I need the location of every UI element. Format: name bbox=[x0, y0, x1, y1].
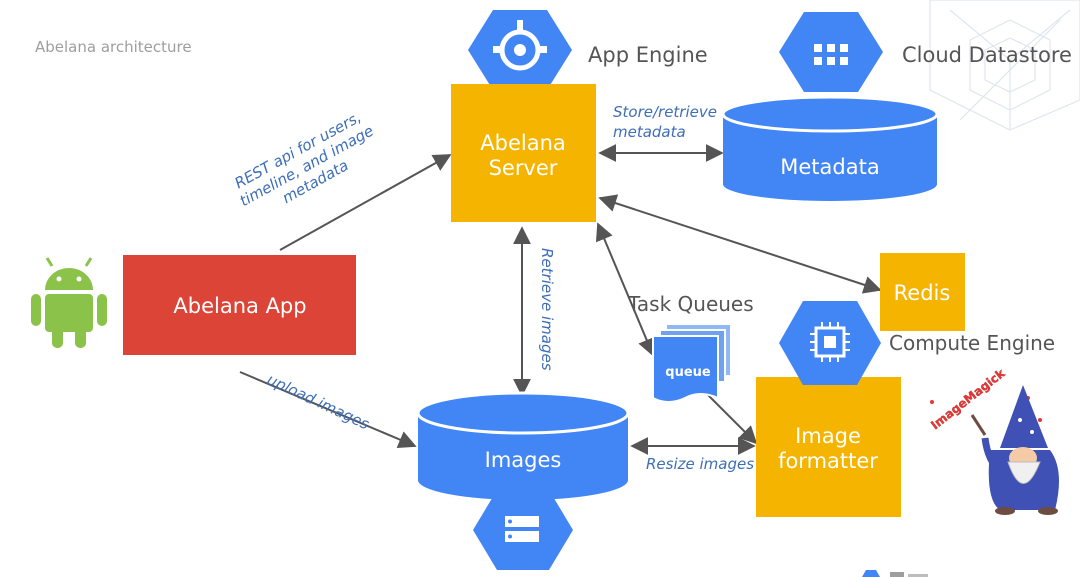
resize-images-label: Resize images bbox=[646, 455, 754, 473]
store-label-line2: metadata bbox=[613, 123, 686, 141]
image-formatter-node: Image formatter bbox=[756, 377, 901, 517]
edge-app-to-server bbox=[279, 154, 452, 251]
images-label: Images bbox=[485, 448, 562, 472]
google-cloud-footer-logo bbox=[862, 570, 928, 577]
task-queue-icon: queue bbox=[652, 323, 732, 403]
android-icon bbox=[31, 257, 107, 348]
upload-images-label: upload images bbox=[264, 370, 372, 433]
queue-doc-label: queue bbox=[665, 365, 711, 380]
task-queues-label: Task Queues bbox=[627, 292, 754, 316]
rest-api-label: REST api for users, timeline, and image … bbox=[232, 108, 377, 210]
background-hex-graphic bbox=[929, 0, 1080, 131]
server-label-line1: Abelana bbox=[480, 131, 566, 155]
redis-node: Redis bbox=[880, 253, 965, 331]
metadata-datastore-node: Metadata bbox=[721, 95, 939, 201]
cloud-datastore-label: Cloud Datastore bbox=[902, 43, 1072, 67]
compute-engine-icon bbox=[779, 301, 881, 385]
app-label: Abelana App bbox=[173, 294, 306, 318]
images-storage-node: Images bbox=[416, 391, 630, 500]
store-label-line1: Store/retrieve bbox=[613, 103, 717, 121]
edge-server-queue bbox=[595, 222, 656, 357]
compute-engine-label: Compute Engine bbox=[889, 331, 1055, 355]
imagemagick-wizard-icon: ImageMagick bbox=[928, 365, 1059, 515]
formatter-label-line1: Image bbox=[795, 424, 861, 448]
edge-server-redis bbox=[598, 194, 882, 294]
formatter-label-line2: formatter bbox=[778, 449, 878, 473]
edge-app-to-images bbox=[239, 371, 417, 448]
imagemagick-logo-text: ImageMagick bbox=[928, 366, 1008, 433]
abelana-app-node: Abelana App bbox=[123, 255, 356, 355]
abelana-server-node: Abelana Server bbox=[451, 84, 596, 222]
cloud-storage-icon bbox=[473, 490, 573, 570]
app-engine-label: App Engine bbox=[588, 43, 708, 67]
redis-label: Redis bbox=[894, 281, 951, 305]
server-label-line2: Server bbox=[489, 156, 558, 180]
cloud-datastore-icon bbox=[779, 12, 883, 92]
retrieve-images-label: Retrieve images bbox=[538, 248, 556, 371]
metadata-label: Metadata bbox=[780, 155, 879, 179]
app-engine-icon bbox=[468, 10, 572, 90]
diagram-title: Abelana architecture bbox=[35, 38, 192, 56]
